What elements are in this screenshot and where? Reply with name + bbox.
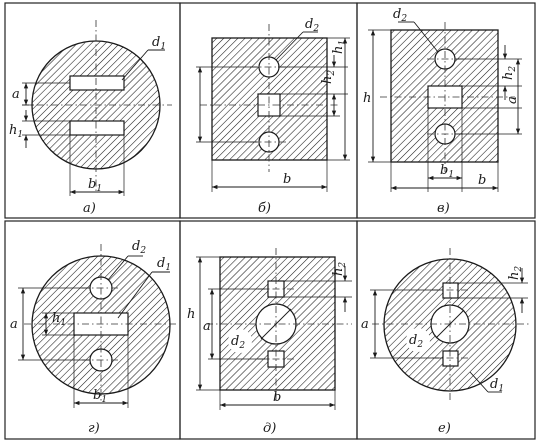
label-d1-panel-e: d1 — [490, 377, 504, 394]
label-a-panel-v: a — [505, 96, 520, 104]
label-d2-panel-b: d2 — [305, 17, 319, 34]
label-b1-panel-v: b1 — [440, 163, 454, 180]
section-e-square-bottom — [442, 350, 459, 367]
label-d2-panel-v: d2 — [393, 7, 407, 24]
panel-frame-e — [356, 220, 536, 440]
label-h1-panel-g: h1 — [52, 311, 66, 328]
section-a-slot-top — [69, 75, 125, 91]
section-a-slot-bottom — [69, 120, 125, 136]
caption-a: а) — [83, 201, 96, 216]
label-h2-panel-d: h2 — [331, 262, 348, 276]
label-h2-panel-v: h2 — [501, 66, 518, 80]
label-h2-panel-b: h2 — [320, 70, 337, 84]
label-d1-panel-g: d1 — [157, 256, 171, 273]
section-b: d2 h1 h2 b б) — [196, 17, 350, 216]
section-a: d1 a h1 b1 а) — [9, 20, 172, 216]
label-a-panel-d: a — [203, 319, 211, 334]
label-b1-panel-g: b1 — [93, 388, 107, 405]
label-b-panel-b: b — [283, 172, 291, 187]
section-v: d2 h h2 a b1 b в) — [363, 7, 522, 216]
caption-b: б) — [258, 201, 271, 216]
caption-v: в) — [437, 201, 450, 216]
panel-frame-v — [356, 2, 536, 219]
label-d1-panel-a: d1 — [152, 35, 166, 52]
label-h-panel-d: h — [187, 307, 195, 322]
section-e: d2 a h2 d1 е) — [361, 248, 530, 436]
caption-e: е) — [438, 421, 451, 436]
label-b1-panel-a: b1 — [88, 177, 102, 194]
label-h2-panel-e: h2 — [507, 266, 524, 280]
label-b-panel-d: b — [273, 390, 281, 405]
label-h1-panel-b: h1 — [331, 40, 348, 54]
caption-g: г) — [88, 421, 100, 436]
label-d2-panel-g: d2 — [132, 239, 146, 256]
section-e-square-top — [442, 282, 459, 299]
label-a-panel-e: a — [361, 317, 369, 332]
label-a-panel-g: a — [10, 317, 18, 332]
label-h1-panel-a: h1 — [9, 123, 23, 140]
label-d2-panel-d: d2 — [231, 334, 245, 351]
label-b-panel-v: b — [478, 173, 486, 188]
label-badge-d2-panel-e — [406, 328, 430, 352]
label-a-panel-a: a — [12, 87, 20, 102]
label-h-panel-v: h — [363, 91, 371, 106]
label-badge-d2-panel-d — [228, 329, 252, 353]
section-d: d2 h a h2 b д) — [187, 248, 352, 436]
caption-d: д) — [263, 421, 276, 436]
label-d2-panel-e: d2 — [409, 333, 423, 350]
section-g: d2 d1 a h1 b1 г) — [10, 239, 178, 436]
